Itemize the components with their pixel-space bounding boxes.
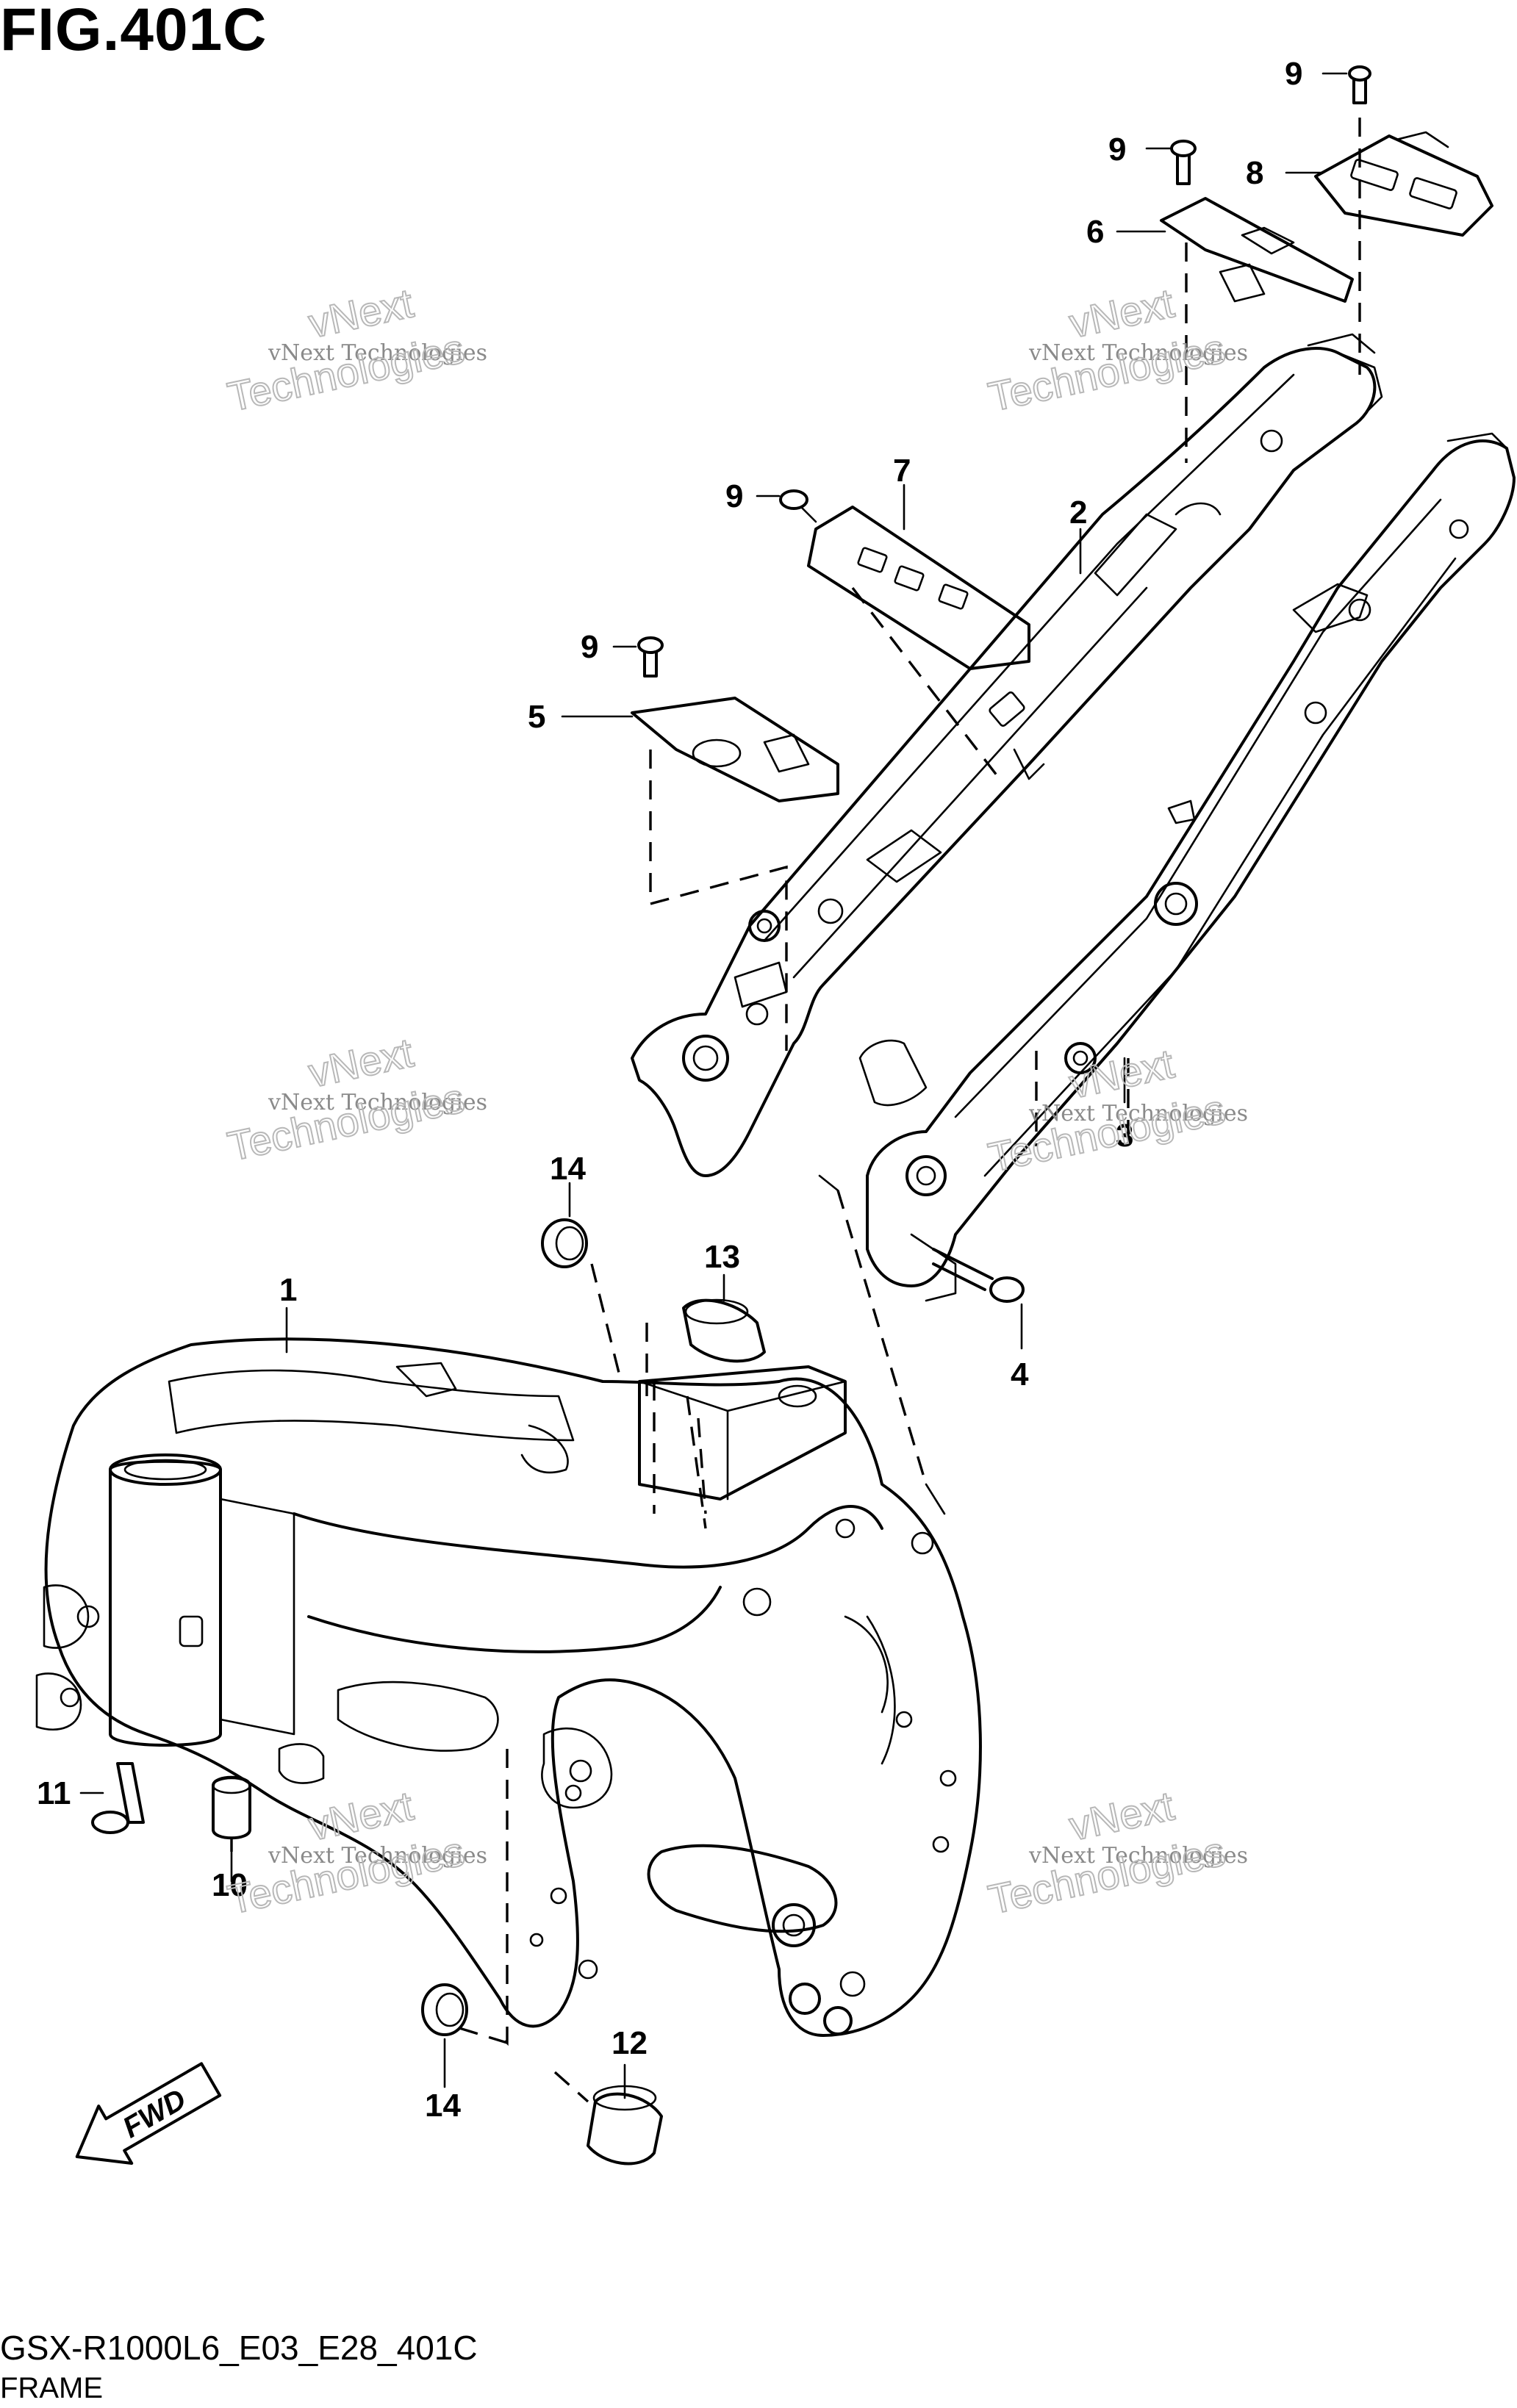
diagram-code: GSX-R1000L6_E03_E28_401C [0, 2329, 478, 2367]
bracket-7 [807, 506, 1030, 670]
bracket-6 [1160, 197, 1354, 303]
watermark-bottom-left: vNext Technologies vNext Technologies [223, 1781, 487, 1923]
callout-13: 13 [704, 1239, 740, 1275]
callout-3: 3 [1116, 1118, 1133, 1154]
callout-5: 5 [528, 699, 545, 735]
svg-text:vNext Technologies: vNext Technologies [1028, 340, 1248, 366]
callout-9-fourth: 9 [581, 629, 598, 665]
callout-2: 2 [1069, 495, 1087, 531]
callout-11: 11 [37, 1775, 71, 1811]
callout-12: 12 [612, 2025, 648, 2061]
bolt-11 [91, 1762, 145, 1834]
callout-9-top: 9 [1285, 56, 1302, 92]
callout-14-bottom: 14 [425, 2088, 461, 2124]
svg-text:vNext Technologies: vNext Technologies [1028, 1101, 1248, 1126]
watermark-mid-left: vNext Technologies vNext Technologies [223, 1028, 487, 1170]
callout-6: 6 [1086, 214, 1104, 250]
collar-13 [682, 1298, 766, 1363]
callout-9-second: 9 [1108, 132, 1126, 168]
watermark-top-left: vNext Technologies vNext Technologies [223, 278, 487, 420]
bolt-9-second [1170, 140, 1197, 185]
subframe-right [858, 432, 1516, 1302]
bracket-8 [1314, 131, 1493, 237]
fwd-arrow-icon: FWD [75, 2062, 222, 2165]
diagram-name: FRAME [0, 2372, 103, 2404]
callout-7: 7 [893, 453, 911, 489]
bolt-4 [932, 1248, 1025, 1303]
bushing-14-top [541, 1218, 588, 1268]
svg-text:vNext Technologies: vNext Technologies [268, 340, 487, 366]
watermark-mid-right: vNext Technologies vNext Technologies [983, 1039, 1248, 1181]
callout-10: 10 [212, 1867, 248, 1903]
figure-title: FIG.401C [0, 0, 268, 63]
callout-4: 4 [1011, 1356, 1029, 1392]
svg-text:vNext Technologies: vNext Technologies [268, 1090, 487, 1115]
bushing-14-bottom [421, 1983, 468, 2036]
bolt-9-top [1348, 65, 1371, 104]
callout-14-top: 14 [550, 1151, 586, 1187]
svg-text:vNext Technologies: vNext Technologies [268, 1843, 487, 1869]
collar-10 [212, 1775, 251, 1840]
svg-text:vNext Technologies: vNext Technologies [1028, 1843, 1248, 1869]
callout-8: 8 [1246, 155, 1263, 191]
watermark-bottom-right: vNext Technologies vNext Technologies [983, 1781, 1248, 1923]
watermark-top-right: vNext Technologies vNext Technologies [983, 278, 1248, 420]
bolt-9-fourth [637, 636, 664, 678]
subframe-left [631, 333, 1383, 1177]
leader-lines [79, 72, 1348, 2099]
main-frame [35, 1337, 982, 2037]
bracket-5 [631, 697, 839, 802]
callout-1: 1 [279, 1272, 297, 1308]
bolt-9-third [779, 489, 817, 523]
callout-9-third: 9 [725, 478, 743, 514]
